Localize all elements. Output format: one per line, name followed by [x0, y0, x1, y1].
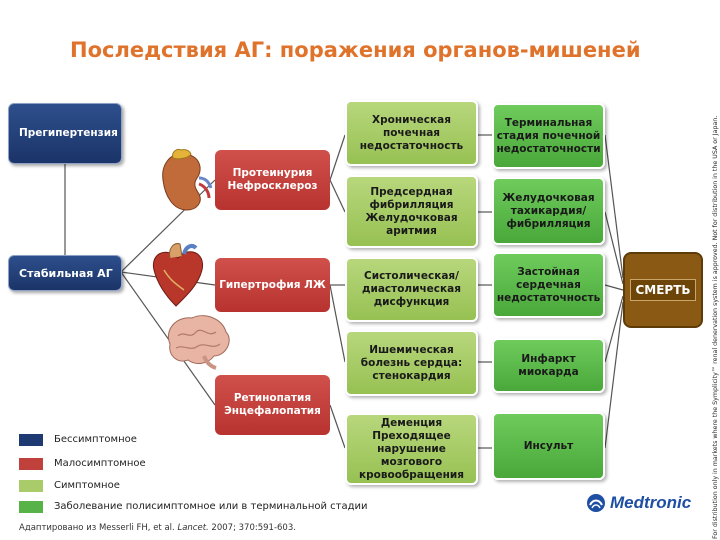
chf-label: Застойная сердечная недостаточность: [496, 265, 601, 304]
proteinuria-node: Протеинурия Нефросклероз: [215, 150, 330, 210]
legend-label-symptomatic: Симптомное: [54, 480, 120, 491]
lvh-label: Гипертрофия ЛЖ: [219, 278, 326, 291]
terminal-renal-node: Терминальная стадия почечной недостаточн…: [492, 103, 605, 169]
terminal-renal-label: Терминальная стадия почечной недостаточн…: [496, 116, 601, 155]
legend-swatch-symptomatic: [19, 480, 43, 492]
citation-prefix: Адаптировано из Messerli FH, et al.: [19, 523, 178, 533]
heart-icon: [152, 243, 204, 307]
retinopathy-label: Ретинопатия Энцефалопатия: [224, 392, 321, 417]
ihd-node: Ишемическая болезнь сердца: стенокардия: [345, 330, 478, 396]
mi-label: Инфаркт миокарда: [518, 352, 579, 378]
legend-swatch-mild: [19, 458, 43, 470]
medtronic-logo-icon: [587, 494, 605, 512]
slide-title: Последствия АГ: поражения органов-мишене…: [70, 38, 641, 62]
proteinuria-label: Протеинурия Нефросклероз: [227, 167, 318, 192]
chronic-renal-label: Хроническая почечная недостаточность: [359, 113, 464, 152]
legend-label-terminal: Заболевание полисимптомное или в термина…: [54, 501, 368, 512]
stroke-node: Инсульт: [492, 412, 605, 480]
legend-swatch-terminal: [19, 501, 43, 513]
dementia-node: Деменция Преходящее нарушение мозгового …: [345, 413, 478, 485]
lvh-node: Гипертрофия ЛЖ: [215, 258, 330, 312]
chf-node: Застойная сердечная недостаточность: [492, 252, 605, 318]
chronic-renal-node: Хроническая почечная недостаточность: [345, 100, 478, 166]
prehypertension-label: Прегипертензия: [19, 127, 118, 139]
legend-swatch-asymptomatic: [19, 434, 43, 446]
citation-suffix: 2007; 370:591-603.: [208, 523, 296, 533]
brain-icon: [168, 315, 230, 370]
disclaimer-text: For distribution only in markets where t…: [712, 115, 719, 539]
atrial-fib-node: Предсердная фибрилляция Желудочковая ари…: [345, 175, 478, 248]
stable-hypertension-label: Стабильная АГ: [19, 266, 113, 280]
atrial-fib-label: Предсердная фибрилляция Желудочковая ари…: [365, 185, 458, 237]
death-node: СМЕРТЬ: [623, 252, 703, 328]
prehypertension-node: Прегипертензия: [8, 103, 122, 164]
citation-journal: Lancet.: [177, 523, 209, 533]
mi-node: Инфаркт миокарда: [492, 338, 605, 393]
death-label: СМЕРТЬ: [630, 279, 696, 301]
systolic-dysfunction-label: Систолическая/ диастолическая дисфункция: [361, 270, 461, 308]
medtronic-logo-text: Medtronic: [610, 493, 692, 512]
medtronic-logo: Medtronic: [586, 493, 691, 513]
legend-label-asymptomatic: Бессимптомное: [54, 434, 137, 445]
ventricular-node: Желудочковая тахикардия/ фибрилляция: [492, 177, 605, 245]
ventricular-label: Желудочковая тахикардия/ фибрилляция: [502, 191, 595, 230]
stroke-label: Инсульт: [523, 439, 574, 452]
ihd-label: Ишемическая болезнь сердца: стенокардия: [360, 343, 463, 382]
dementia-label: Деменция Преходящее нарушение мозгового …: [359, 416, 464, 481]
citation: Адаптировано из Messerli FH, et al. Lanc…: [19, 523, 296, 533]
systolic-dysfunction-node: Систолическая/ диастолическая дисфункция: [345, 257, 478, 322]
kidney-icon: [162, 149, 213, 211]
retinopathy-node: Ретинопатия Энцефалопатия: [215, 375, 330, 435]
legend-label-mild: Малосимптомное: [54, 458, 146, 469]
stable-hypertension-node: Стабильная АГ: [8, 255, 122, 291]
